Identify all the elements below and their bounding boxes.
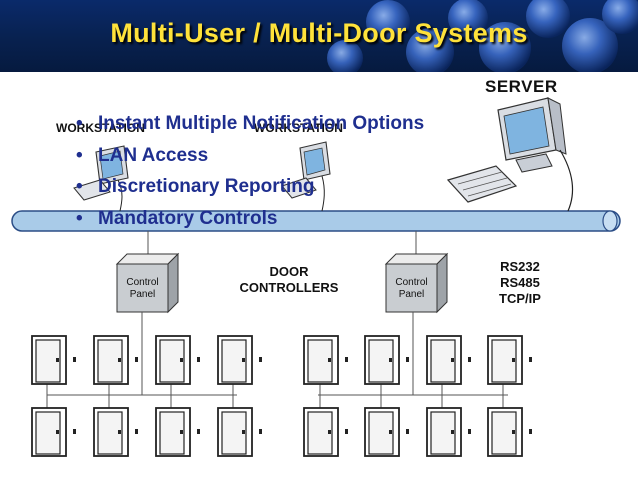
control-panel-box-icon [384, 252, 449, 314]
title-banner: Multi-User / Multi-Door Systems [0, 0, 638, 72]
protocol-labels: RS232 RS485 TCP/IP [490, 259, 550, 307]
door-icon [426, 407, 471, 457]
door-icon [155, 407, 200, 457]
door-wiring [46, 312, 508, 408]
control-panel-right-line1: Control [395, 277, 428, 288]
bullet-item: • Mandatory Controls [76, 203, 424, 235]
network-diagram [11, 97, 621, 457]
doors [31, 335, 532, 457]
desktop-computer-icon [73, 145, 129, 212]
bullet-dot-icon: • [76, 113, 83, 134]
bullet-item: • Discretionary Reporting [76, 171, 424, 203]
control-panel-right-label: Control Panel [386, 277, 437, 301]
door-icon [217, 407, 262, 457]
network-bus [11, 210, 621, 232]
slide-title: Multi-User / Multi-Door Systems [110, 18, 528, 48]
protocol-rs485: RS485 [500, 275, 540, 290]
desktop-computer-icon [281, 141, 331, 212]
server-monitor-icon [446, 97, 574, 212]
workstation-left-label: WORKSTATION [56, 121, 145, 135]
bullet-item: • Instant Multiple Notification Options [76, 108, 424, 140]
protocol-rs232: RS232 [500, 259, 540, 274]
control-panel-left-line2: Panel [129, 289, 156, 300]
control-panel-right-line2: Panel [398, 289, 425, 300]
door-icon [426, 335, 471, 385]
door-controllers-line2: CONTROLLERS [239, 280, 339, 295]
bullet-dot-icon: • [76, 207, 83, 229]
bullet-dot-icon: • [76, 144, 83, 166]
door-controllers-line1: DOOR [269, 264, 309, 279]
bullet-text: LAN Access [98, 144, 209, 166]
door-icon [303, 407, 348, 457]
door-icon [364, 335, 409, 385]
control-panel-box-icon [115, 252, 180, 314]
door-icon [31, 335, 76, 385]
bullet-text: Instant Multiple Notification Options [98, 113, 425, 134]
server-label: SERVER [485, 77, 558, 96]
bullet-text: Mandatory Controls [98, 207, 278, 229]
workstation-center-label: WORKSTATION [254, 121, 343, 135]
door-icon [31, 407, 76, 457]
protocol-tcpip: TCP/IP [499, 291, 541, 306]
bullet-text: Discretionary Reporting [98, 176, 315, 197]
door-icon [93, 335, 138, 385]
door-icon [487, 335, 532, 385]
door-icon [155, 335, 200, 385]
control-panel-left-label: Control Panel [117, 277, 168, 301]
door-controllers-label: DOOR CONTROLLERS [228, 264, 350, 296]
bullet-dot-icon: • [76, 176, 83, 197]
door-icon [303, 335, 348, 385]
globe-decoration-icon [327, 0, 638, 72]
control-panel-left-line1: Control [126, 277, 159, 288]
feature-bullet-list: • Instant Multiple Notification Options •… [76, 108, 424, 234]
door-icon [364, 407, 409, 457]
bullet-item: • LAN Access [76, 140, 424, 172]
door-icon [93, 407, 138, 457]
door-icon [487, 407, 532, 457]
door-icon [217, 335, 262, 385]
